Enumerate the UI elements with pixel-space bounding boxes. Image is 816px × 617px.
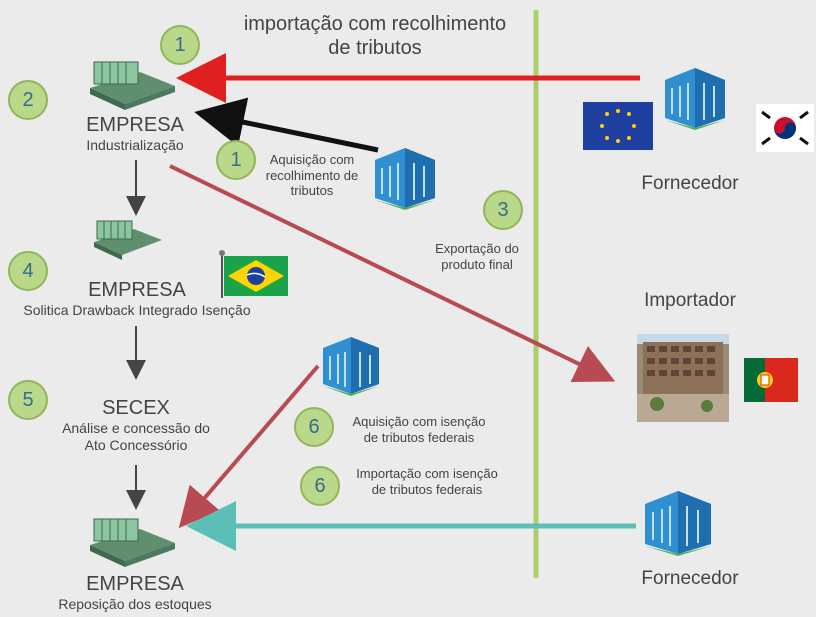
secex-line-1: Análise e concessão do [62, 420, 210, 436]
building-icon [665, 68, 725, 130]
empresa2-subtitle: Solitica Drawback Integrado Isenção [23, 302, 251, 318]
secex-title: SECEX [102, 397, 170, 419]
empresa3-title: EMPRESA [86, 573, 184, 595]
importer-photo [637, 334, 729, 422]
exportacao-label: Exportação do produto final [412, 241, 542, 272]
badge-1-top: 1 [160, 25, 200, 65]
secex-block: SECEX Análise e concessão do Ato Concess… [46, 396, 226, 454]
empresa-solicita-drawback: EMPRESA Solitica Drawback Integrado Isen… [6, 278, 268, 319]
exportacao-line-1: Exportação do [435, 241, 519, 256]
badge-4: 4 [8, 251, 48, 291]
factory-icon [90, 61, 175, 110]
building-icon [645, 491, 711, 556]
building-icon [323, 337, 379, 396]
top-caption-line-1: importação com recolhimento [243, 13, 507, 35]
aquisicao1-line-1: Aquisição com [269, 152, 355, 167]
top-caption-line-2: de tributos [328, 37, 422, 59]
acquisition-exempt-arrow [178, 364, 320, 529]
portugal-flag-icon [744, 358, 798, 402]
badge-3: 3 [483, 190, 523, 230]
aquisicao-isencao-label: Aquisição com isenção de tributos federa… [334, 414, 504, 445]
factory-icon [90, 518, 175, 567]
factory-icon [94, 220, 162, 260]
secex-line-2: Ato Concessório [84, 436, 188, 453]
empresa1-subtitle: Industrialização [86, 137, 184, 153]
building-icon [375, 148, 435, 210]
acquisition-arrow-black [194, 97, 379, 153]
fornecedor-top-label: Fornecedor [641, 173, 739, 194]
importacao-isencao-label: Importação com isenção de tributos feder… [342, 466, 512, 497]
badge-6-aquisicao: 6 [294, 407, 334, 447]
empresa1-title: EMPRESA [86, 114, 184, 136]
fornecedor-bottom-label: Fornecedor [641, 568, 739, 589]
aquisicao6-line-1: Aquisição com isenção [352, 414, 486, 429]
empresa2-title: EMPRESA [88, 279, 186, 301]
importacao6-line-1: Importação com isenção [356, 466, 498, 481]
aquisicao1-line-2: recolhimento de [265, 167, 359, 183]
importador-label: Importador [644, 290, 736, 311]
badge-5: 5 [8, 380, 48, 420]
badge-2: 2 [8, 80, 48, 120]
aquisicao-recolhimento-label: Aquisição com recolhimento de tributos [250, 152, 374, 199]
aquisicao6-line-2: de tributos federais [363, 429, 475, 445]
brazil-flag-icon [219, 250, 288, 298]
korea-flag-icon [756, 104, 814, 152]
importacao6-line-2: de tributos federais [371, 481, 483, 497]
badge-6-importacao: 6 [300, 466, 340, 506]
top-caption: importação com recolhimento de tributos [230, 12, 520, 60]
empresa3-subtitle: Reposição dos estoques [58, 596, 212, 612]
badge-1-aquisicao: 1 [216, 140, 256, 180]
empresa-reposicao: EMPRESA Reposição dos estoques [40, 572, 230, 613]
empresa-industrializacao: EMPRESA Industrialização [60, 113, 210, 154]
eu-flag-icon [583, 102, 653, 150]
exportacao-line-2: produto final [441, 256, 513, 272]
export-arrow [169, 164, 616, 383]
aquisicao1-line-3: tributos [290, 183, 334, 199]
